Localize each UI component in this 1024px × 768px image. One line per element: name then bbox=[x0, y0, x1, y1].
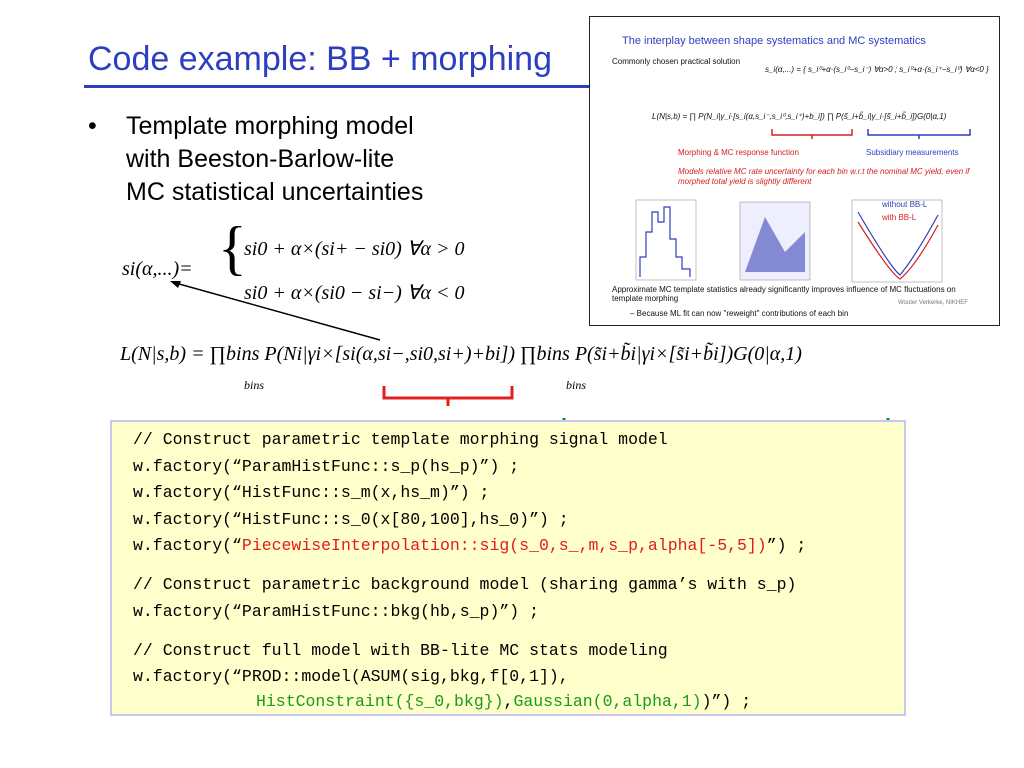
code-segment-red: PiecewiseInterpolation::sig(s_0,s_,m,s_p… bbox=[241, 536, 767, 555]
thumbnail-legend-with: with BB-L bbox=[882, 213, 917, 222]
code-line: w.factory(“PiecewiseInterpolation::sig(s… bbox=[133, 536, 806, 555]
code-line: w.factory(“ParamHistFunc::bkg(hb,s_p)”) … bbox=[133, 602, 539, 621]
thumbnail-credit: Wouter Verkerke, NIKHEF bbox=[898, 300, 968, 306]
thumbnail-legend-without: without BB-L bbox=[882, 200, 928, 209]
thumbnail-note: Models relative MC rate uncertainty for … bbox=[678, 167, 970, 186]
code-line: // Construct full model with BB-lite MC … bbox=[133, 641, 668, 660]
likelihood-formula: L(N|s,b) = ∏bins P(Ni|γi×[si(α,si−,si0,s… bbox=[120, 343, 802, 365]
code-segment-green: HistConstraint({s_0,bkg}) bbox=[256, 692, 504, 711]
code-segment: ”) ; bbox=[766, 536, 807, 555]
bullet-line-3: MC statistical uncertainties bbox=[126, 178, 424, 206]
code-line: // Construct parametric background model… bbox=[133, 575, 797, 594]
thumbnail-graphics bbox=[635, 129, 971, 283]
code-segment-green: Gaussian(0,alpha,1) bbox=[513, 692, 702, 711]
thumbnail-likelihood: L(N|s,b) = ∏ P(N_i|γ_i·[s_i(α,s_i⁻,s_i⁰,… bbox=[652, 112, 947, 121]
bins-label-2: bins bbox=[566, 378, 587, 392]
red-bracket bbox=[382, 386, 514, 406]
bins-label-1: bins bbox=[244, 378, 265, 392]
code-line: // Construct parametric template morphin… bbox=[133, 430, 668, 449]
formula-lhs: si(α,...)= bbox=[122, 258, 193, 280]
formula-case-2: si0 + α×(si0 − si−) ∀α < 0 bbox=[244, 282, 465, 304]
code-line: w.factory(“PROD::model(ASUM(sig,bkg,f[0,… bbox=[133, 667, 569, 686]
slide-title: Code example: BB + morphing bbox=[88, 40, 552, 78]
thumbnail-bullet-1: Commonly chosen practical solution bbox=[612, 57, 741, 66]
thumbnail-bullet-2: Approximate MC template statistics alrea… bbox=[612, 285, 956, 303]
title-underline bbox=[84, 85, 590, 88]
code-line: w.factory(“ParamHistFunc::s_p(hs_p)”) ; bbox=[133, 457, 520, 476]
code-line: HistConstraint({s_0,bkg}),Gaussian(0,alp… bbox=[256, 692, 751, 711]
arrow-head bbox=[170, 281, 181, 288]
formula-brace: { bbox=[218, 215, 247, 281]
code-line: w.factory(“HistFunc::s_m(x,hs_m)”) ; bbox=[133, 483, 490, 502]
code-segment: w.factory(“ bbox=[133, 536, 242, 555]
bullet-line-1: Template morphing model bbox=[126, 112, 414, 140]
bullet-line-2: with Beeston-Barlow-lite bbox=[126, 145, 395, 173]
thumbnail-sub-bullet: – Because ML fit can now "reweight" cont… bbox=[630, 309, 849, 318]
thumbnail-label-subsidiary: Subsidiary measurements bbox=[866, 148, 959, 157]
thumbnail-formula: s_i(α,...) = { s_i⁰+α·(s_i⁰−s_i⁻) ∀α>0 ;… bbox=[765, 65, 989, 74]
bullet-dot: • bbox=[88, 112, 97, 140]
thumbnail-label-morph: Morphing & MC response function bbox=[678, 148, 799, 157]
code-line: w.factory(“HistFunc::s_0(x[80,100],hs_0)… bbox=[133, 510, 569, 529]
code-segment: , bbox=[503, 692, 514, 711]
formula-case-1: si0 + α×(si+ − si0) ∀α > 0 bbox=[244, 238, 465, 260]
code-segment: )”) ; bbox=[701, 692, 752, 711]
code-block: // Construct parametric template morphin… bbox=[110, 420, 906, 716]
slide-thumbnail: The interplay between shape systematics … bbox=[589, 16, 1000, 326]
thumbnail-title: The interplay between shape systematics … bbox=[622, 35, 926, 47]
